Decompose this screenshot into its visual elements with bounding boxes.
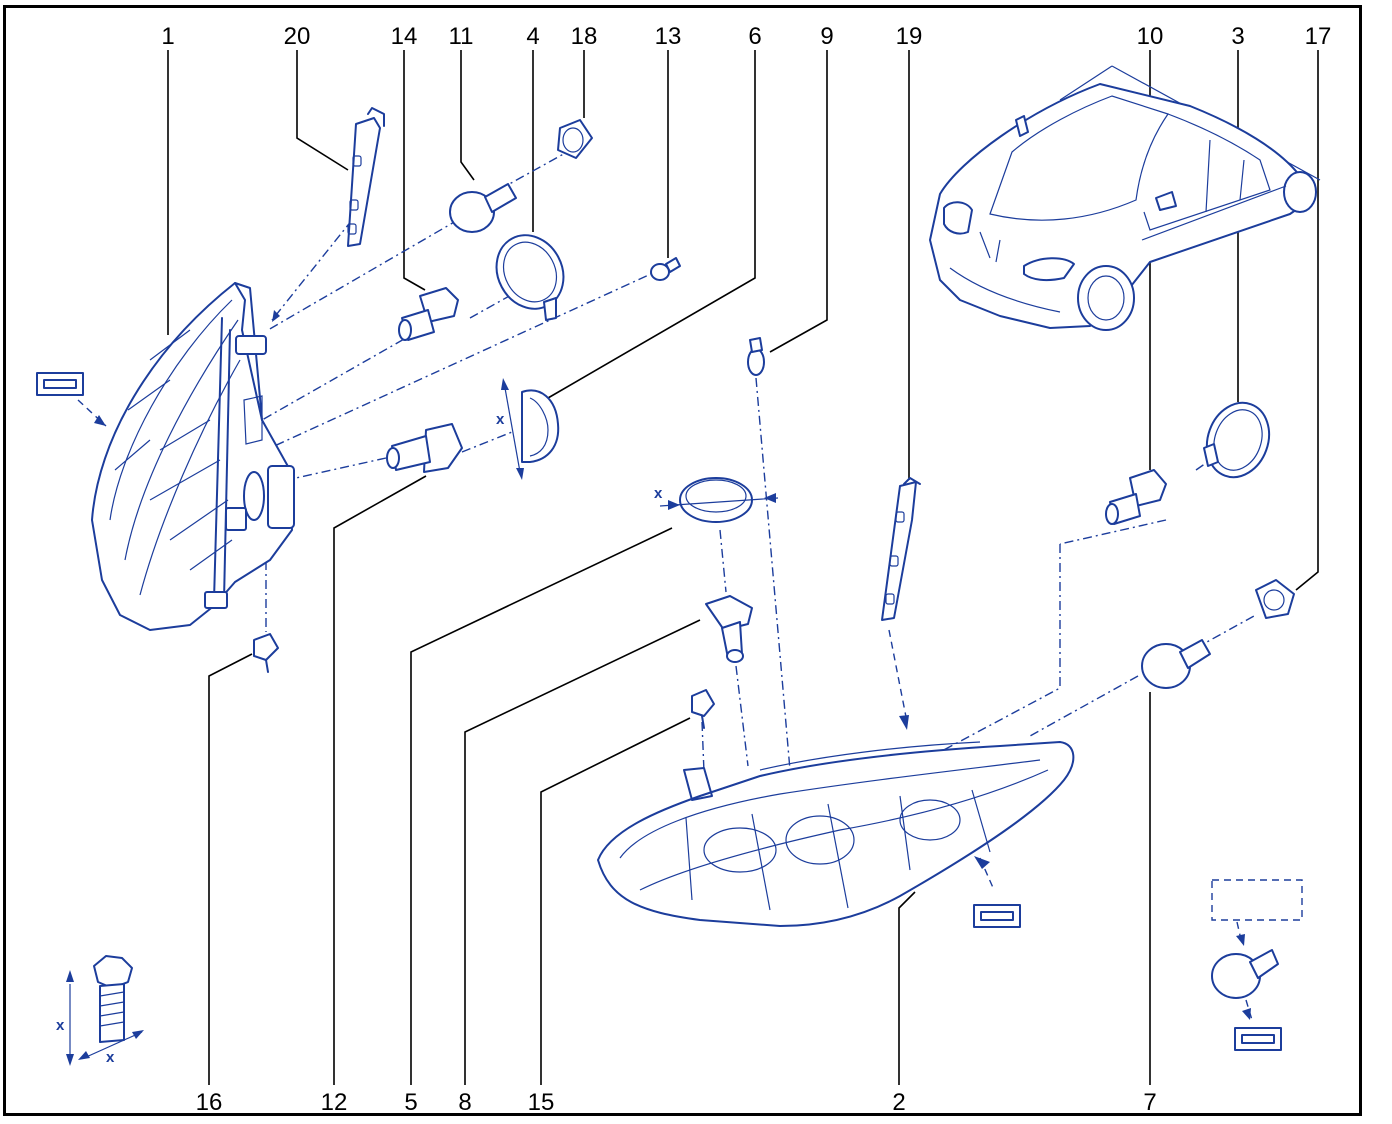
callout-7: 7	[1143, 1089, 1156, 1116]
callout-4: 4	[526, 23, 539, 50]
part-19-clip-bar	[881, 477, 921, 621]
lamp-symbol-right	[973, 904, 1021, 928]
callout-12: 12	[321, 1089, 348, 1116]
part-4-cap-ring	[495, 234, 565, 321]
part-5-cap: x	[654, 477, 779, 523]
part-12-bulb	[386, 423, 463, 473]
callout-6: 6	[748, 23, 761, 50]
bulb-orientation-inset	[1211, 879, 1303, 999]
car-illustration	[929, 65, 1321, 331]
lamp-symbol-left	[36, 372, 84, 396]
assembly-lines	[77, 145, 1255, 1021]
callout-11: 11	[449, 23, 474, 50]
dimension-x-cap: x	[654, 485, 663, 502]
callout-19: 19	[896, 23, 923, 50]
callout-1: 1	[161, 23, 174, 50]
dimension-x-bolt-length: x	[56, 1017, 65, 1034]
bolt-dimension-inset: x x	[56, 955, 144, 1066]
part-11-bulb	[449, 183, 517, 233]
callout-8: 8	[458, 1089, 471, 1116]
part-9-bulb	[747, 337, 765, 376]
part-16-screw	[253, 633, 279, 673]
dimension-x-bolt-diameter: x	[106, 1049, 115, 1066]
left-headlamp-assembly	[91, 282, 295, 631]
part-3-cap-ring	[1203, 401, 1271, 479]
dimension-x-cover: x	[496, 411, 505, 428]
arrow-heads	[94, 310, 1251, 1020]
callout-2: 2	[892, 1089, 905, 1116]
callout-16: 16	[196, 1089, 223, 1116]
callout-18: 18	[571, 23, 598, 50]
callout-10: 10	[1137, 23, 1164, 50]
callout-3: 3	[1231, 23, 1244, 50]
callout-15: 15	[528, 1089, 555, 1116]
part-13-side-bulb	[650, 257, 681, 281]
part-6-cover: x	[496, 378, 560, 480]
part-15-screw	[691, 689, 715, 729]
leader-lines	[167, 50, 1319, 1085]
callout-5: 5	[404, 1089, 417, 1116]
part-14-h7-bulb	[398, 287, 459, 341]
callout-17: 17	[1305, 23, 1332, 50]
callout-13: 13	[655, 23, 682, 50]
lamp-symbol-bottom	[1234, 1027, 1282, 1051]
callout-9: 9	[820, 23, 833, 50]
part-8-bulb	[705, 595, 753, 663]
part-2-right-headlamp	[597, 741, 1075, 927]
callout-14: 14	[391, 23, 418, 50]
callout-20: 20	[284, 23, 311, 50]
part-7-bulb	[1141, 639, 1211, 689]
part-17-socket	[1255, 579, 1295, 619]
part-10-bulb	[1105, 469, 1167, 525]
part-20-clip-bar	[347, 107, 385, 247]
part-18-socket	[557, 119, 593, 159]
diagram-frame	[3, 5, 1362, 1116]
